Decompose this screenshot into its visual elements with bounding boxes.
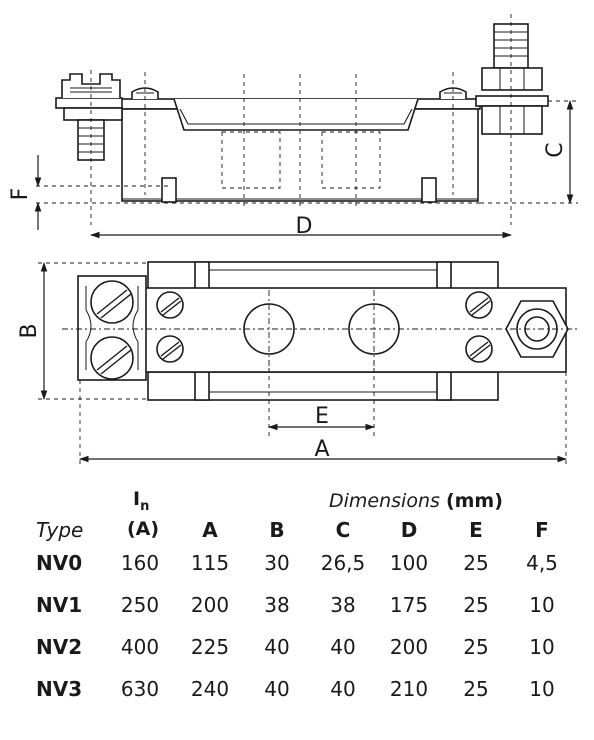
type-header: Type [36, 518, 84, 542]
row-value-b: 38 [264, 593, 290, 617]
row-value-b: 40 [264, 677, 290, 701]
row-value-d: 100 [389, 551, 429, 575]
column-header-c: C [335, 518, 351, 542]
row-value-f: 10 [529, 635, 555, 659]
dimension-d-label: D [296, 214, 313, 239]
dimension-a-label: A [314, 437, 329, 462]
row-value-e: 25 [463, 635, 489, 659]
top-view [77, 261, 569, 401]
column-header-e: E [469, 518, 483, 542]
top-view-extension-lines [38, 262, 567, 466]
dimension-b-label: B [17, 323, 42, 338]
row-value-a: 240 [190, 677, 230, 701]
row-value-b: 40 [264, 635, 290, 659]
row-type: NV0 [36, 551, 83, 575]
row-current: 160 [120, 551, 160, 575]
row-value-d: 210 [389, 677, 429, 701]
current-subscript: n [140, 498, 150, 514]
row-value-e: 25 [463, 593, 489, 617]
dimension-c-label: C [543, 142, 568, 157]
screw-slots [96, 289, 491, 375]
row-value-c: 26,5 [320, 551, 366, 575]
current-header: In [133, 488, 149, 514]
row-value-a: 225 [190, 635, 230, 659]
row-value-a: 200 [190, 593, 230, 617]
column-header-f: F [535, 518, 549, 542]
side-view-hidden-lines [36, 14, 578, 225]
row-value-f: 4,5 [526, 551, 558, 575]
row-value-c: 38 [330, 593, 356, 617]
column-header-d: D [400, 518, 418, 542]
dimensions-header: Dimensions (mm) [329, 490, 503, 512]
row-value-e: 25 [463, 551, 489, 575]
dimension-f-label: F [8, 188, 33, 201]
row-current: 630 [120, 677, 160, 701]
row-value-a: 115 [190, 551, 230, 575]
row-current: 250 [120, 593, 160, 617]
side-view [55, 23, 549, 203]
column-header-a: A [202, 518, 218, 542]
current-unit-header: (A) [127, 518, 160, 540]
row-type: NV3 [36, 677, 83, 701]
technical-drawing: D C F [8, 14, 578, 466]
dimensions-unit: (mm) [445, 490, 503, 512]
row-value-f: 10 [529, 593, 555, 617]
row-value-e: 25 [463, 677, 489, 701]
column-header-b: B [269, 518, 285, 542]
row-type: NV1 [36, 593, 83, 617]
dimension-e-label: E [315, 404, 329, 429]
row-value-d: 200 [389, 635, 429, 659]
row-value-d: 175 [389, 593, 429, 617]
row-value-f: 10 [529, 677, 555, 701]
current-symbol: I [133, 488, 141, 510]
dimensions-label: Dimensions [329, 490, 440, 512]
row-value-c: 40 [330, 677, 356, 701]
row-current: 400 [120, 635, 160, 659]
row-type: NV2 [36, 635, 83, 659]
row-value-c: 40 [330, 635, 356, 659]
row-value-b: 30 [264, 551, 290, 575]
top-view-centre-lines [62, 290, 578, 372]
